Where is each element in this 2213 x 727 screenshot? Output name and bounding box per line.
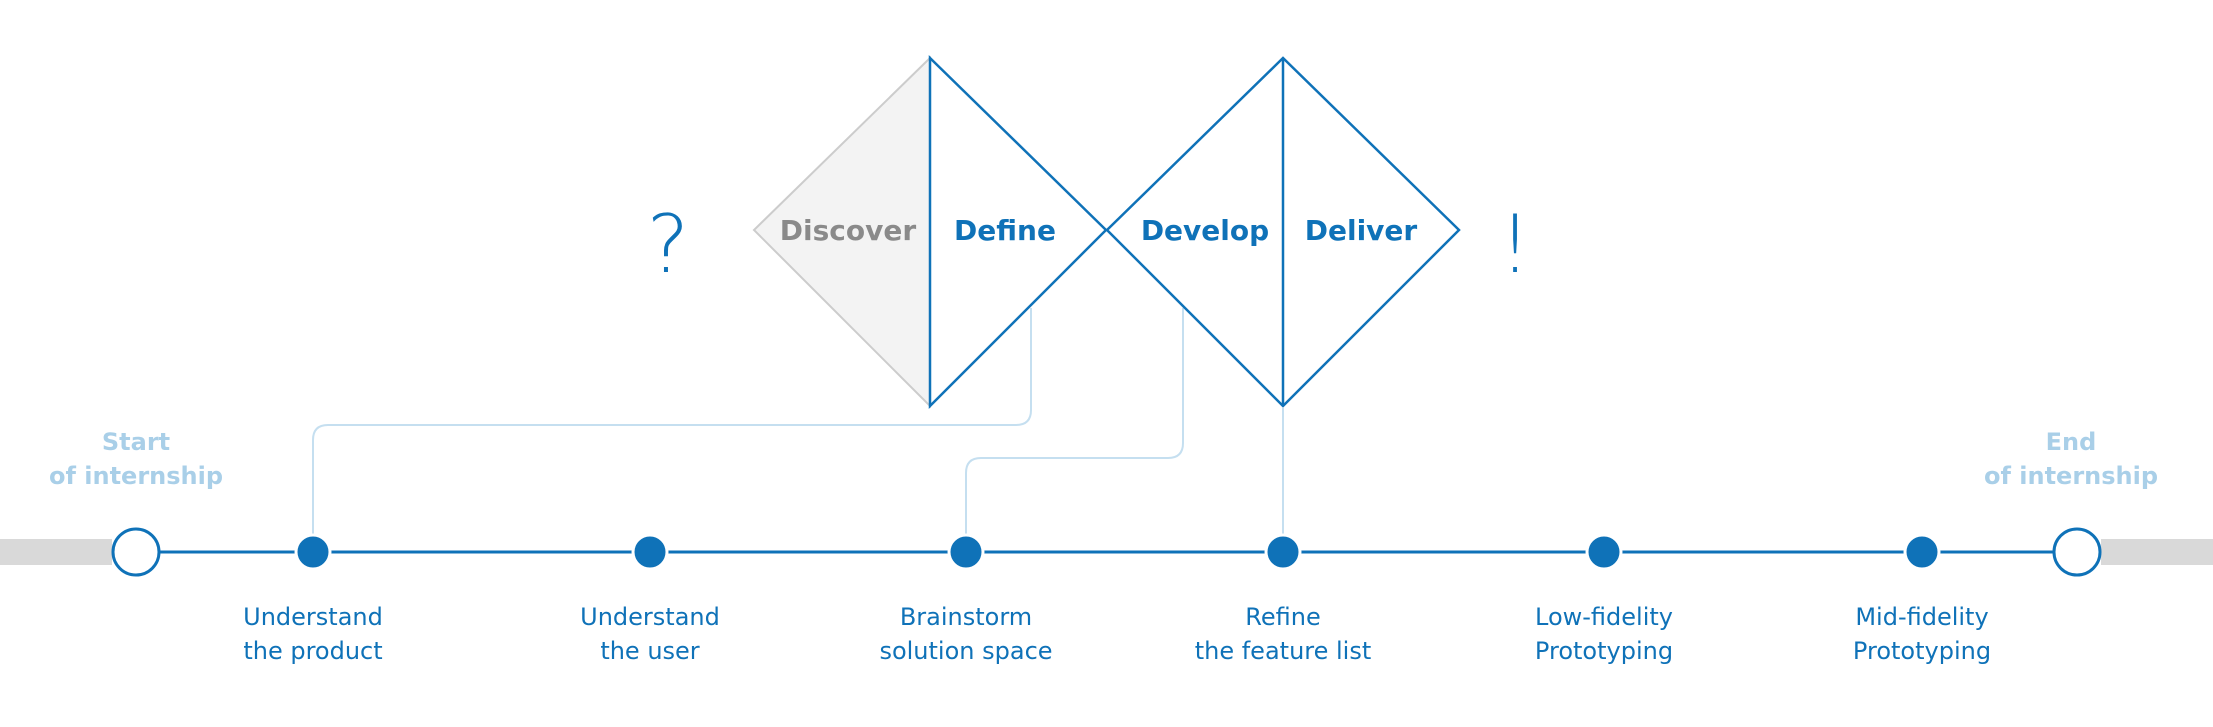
exclamation-mark-icon: ! [1499,198,1531,291]
milestone-label-6-line1: Mid-fidelity [1855,603,1988,631]
end-label-line2: of internship [1984,462,2158,490]
milestone-label-5-line1: Low-fidelity [1535,603,1673,631]
end-label-line1: End [2046,428,2097,456]
milestone-dot-2 [631,533,669,571]
milestone-label-1-line2: the product [243,637,382,665]
milestone-dot-1 [294,533,332,571]
milestone-label-3-line2: solution space [879,637,1052,665]
phase-label-define: Define [954,214,1056,247]
start-label-line2: of internship [49,462,223,490]
question-mark-icon: ? [647,198,689,291]
phase-label-deliver: Deliver [1305,214,1418,247]
milestone-label-2-line2: the user [600,637,699,665]
milestone-label-5-line2: Prototyping [1535,637,1673,665]
timeline-end-circle [2052,527,2102,577]
milestone-dot-4 [1264,533,1302,571]
milestone-label-3-line1: Brainstorm [900,603,1032,631]
track-left [0,539,112,565]
start-label-line1: Start [102,428,170,456]
phase-label-discover: Discover [780,214,917,247]
connector-define [312,308,1032,552]
phase-label-develop: Develop [1141,214,1269,247]
milestone-label-2-line1: Understand [580,603,720,631]
milestone-label-4-line2: the feature list [1195,637,1372,665]
diamond-define-half [928,55,1108,410]
track-right [2101,539,2213,565]
connector-develop [965,308,1184,552]
timeline-start-circle [111,527,161,577]
milestone-dot-3 [947,533,985,571]
milestone-dot-5 [1585,533,1623,571]
milestone-label-1-line1: Understand [243,603,383,631]
milestone-dot-6 [1903,533,1941,571]
milestone-label-4-line1: Refine [1245,603,1320,631]
milestone-label-6-line2: Prototyping [1853,637,1991,665]
